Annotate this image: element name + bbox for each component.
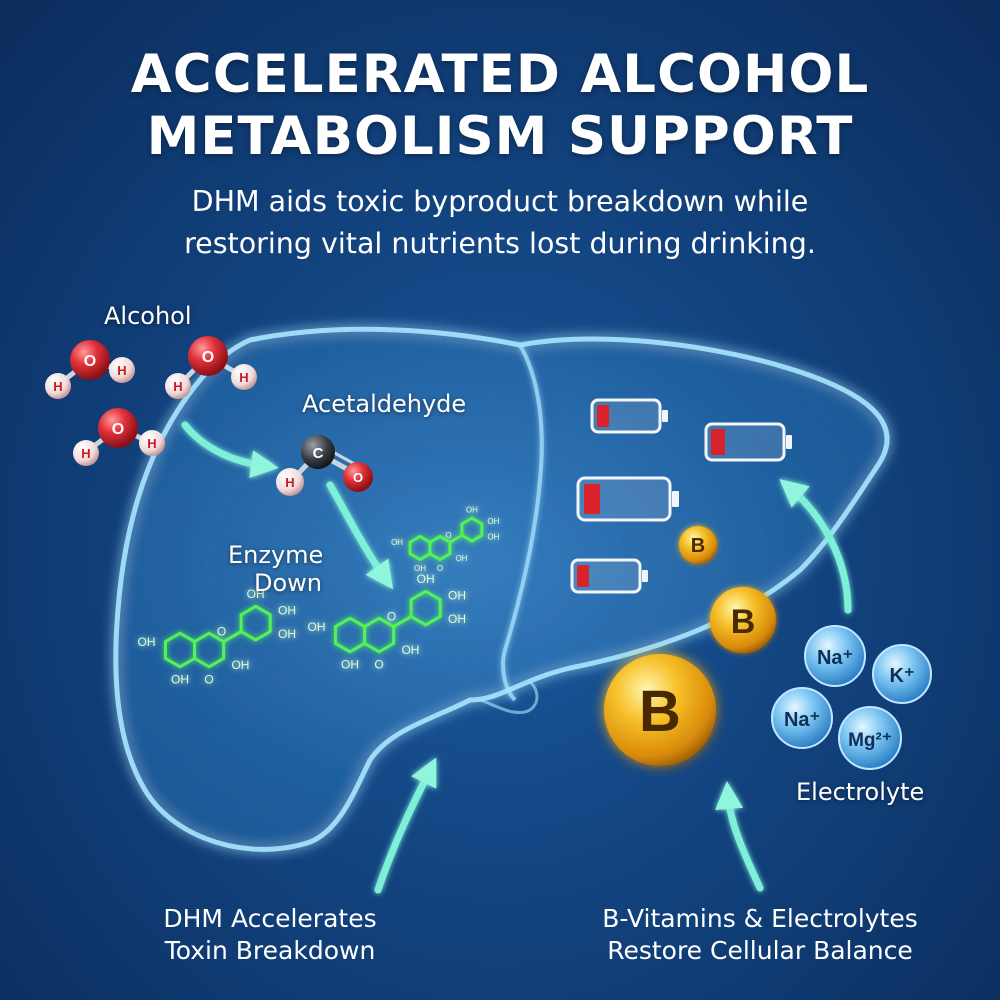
right-caption-line-1: B-Vitamins & Electrolytes — [602, 904, 918, 933]
svg-text:Na⁺: Na⁺ — [784, 709, 820, 731]
atom-c: C — [313, 445, 324, 462]
hydroxyl-label: OH — [417, 572, 435, 586]
atom-h: H — [81, 446, 90, 461]
title-line-1: ACCELERATED ALCOHOL — [130, 44, 870, 105]
low-batteries — [570, 398, 792, 594]
hydroxyl-label: OH — [401, 643, 419, 657]
subtitle-line-2: restoring vital nutrients lost during dr… — [184, 227, 816, 260]
gallbladder-outline — [479, 680, 539, 715]
alcohol-molecule-1: O H H — [45, 340, 135, 399]
hydroxyl-label: OH — [487, 533, 499, 542]
svg-text:B: B — [731, 603, 756, 641]
atom-h: H — [53, 379, 62, 394]
svg-text:B: B — [691, 535, 705, 557]
battery-icon — [704, 422, 792, 462]
hydroxyl-label: OH — [448, 589, 466, 603]
left-caption-line-2: Toxin Breakdown — [164, 936, 376, 965]
svg-text:B: B — [639, 679, 681, 744]
arrow-acetaldehyde-to-dhm — [326, 481, 394, 590]
subtitle-line-1: DHM aids toxic byproduct breakdown while — [191, 185, 809, 218]
hydroxyl-label: OH — [341, 658, 359, 672]
arrow-electrolyte-to-liver — [779, 478, 852, 614]
ring-oxygen-label: O — [217, 624, 226, 638]
title-line-2: METABOLISM SUPPORT — [146, 106, 854, 167]
alcohol-molecule-2: O H H — [165, 336, 257, 399]
left-caption-line-1: DHM Accelerates — [163, 904, 377, 933]
b-vitamins: B B B — [604, 526, 776, 766]
acetaldehyde-molecule: C H O — [276, 435, 373, 496]
hydroxyl-label: OH — [278, 604, 296, 618]
atom-h: H — [147, 436, 156, 451]
arrow-right-caption-up — [715, 781, 764, 892]
molecule-ring — [409, 589, 442, 627]
ring-oxygen-label: O — [437, 564, 443, 573]
ring-oxygen-label: O — [204, 673, 213, 687]
battery-icon — [576, 476, 679, 522]
hydroxyl-label: OH — [138, 635, 156, 649]
hydroxyl-label: OH — [455, 554, 467, 563]
hydroxyl-label: OH — [466, 505, 478, 514]
dhm-molecule-small: OH OH O O OH OH OH OH — [391, 505, 500, 573]
atom-h: H — [173, 379, 182, 394]
ring-oxygen-label: O — [445, 531, 451, 540]
vitamin-b-medium: B — [710, 587, 776, 653]
atom-h: H — [117, 363, 126, 378]
electrolyte-ions: Na⁺ K⁺ Na⁺ Mg²⁺ — [771, 625, 932, 770]
svg-text:K⁺: K⁺ — [890, 665, 915, 687]
arrow-alcohol-to-acetaldehyde — [181, 421, 279, 479]
electrolyte-label: Electrolyte — [796, 778, 925, 806]
acetaldehyde-label: Acetaldehyde — [302, 390, 467, 418]
atom-o: O — [84, 353, 96, 370]
ring-oxygen-label: O — [387, 609, 396, 623]
ion-sodium: Na⁺ — [804, 625, 866, 687]
hydroxyl-label: OH — [278, 627, 296, 641]
alcohol-molecule-3: O H H — [73, 408, 165, 466]
svg-text:Mg²⁺: Mg²⁺ — [848, 730, 892, 751]
ring-oxygen-label: O — [374, 658, 383, 672]
dhm-molecules: OHOHOOOHOHOHOHOHOHOOOHOHOHOHOHOHOOOHOHOH… — [138, 505, 500, 686]
vitamin-b-large: B — [604, 654, 716, 766]
atom-h: H — [239, 370, 248, 385]
ion-potassium: K⁺ — [872, 644, 932, 704]
alcohol-molecules: O H H O H H O H H — [45, 336, 257, 466]
dhm-molecule-center: OH OH O O OH OH OH OH — [308, 572, 466, 672]
hydroxyl-label: OH — [391, 538, 403, 547]
dhm-molecule-left: OH OH O O OH OH OH OH — [138, 587, 296, 687]
hydroxyl-label: OH — [487, 517, 499, 526]
lobe-divider — [501, 344, 544, 702]
right-caption-line-2: Restore Cellular Balance — [607, 936, 913, 965]
molecule-bond — [222, 630, 242, 643]
molecule-ring — [460, 516, 484, 543]
molecule-bond — [449, 534, 463, 544]
ion-sodium: Na⁺ — [771, 687, 833, 749]
battery-icon — [570, 558, 648, 594]
hydroxyl-label: OH — [414, 564, 426, 573]
atom-o: O — [353, 470, 363, 485]
hydroxyl-label: OH — [308, 620, 326, 634]
battery-icon — [590, 398, 668, 434]
enzyme-label-line-1: Enzyme — [228, 541, 324, 569]
liver-shape — [113, 326, 890, 852]
hydroxyl-label: OH — [247, 587, 265, 601]
hydroxyl-label: OH — [171, 673, 189, 687]
molecule-bond — [392, 615, 412, 628]
svg-text:Na⁺: Na⁺ — [817, 647, 853, 669]
atom-o: O — [112, 421, 124, 438]
flow-arrows — [181, 421, 852, 894]
alcohol-label: Alcohol — [104, 302, 192, 330]
vitamin-b-small: B — [679, 526, 717, 564]
arrow-left-caption-up — [374, 757, 437, 894]
molecule-ring — [239, 604, 272, 642]
enzyme-label-line-2: Down — [254, 569, 323, 597]
atom-o: O — [202, 349, 214, 366]
ion-magnesium: Mg²⁺ — [838, 706, 902, 770]
hydroxyl-label: OH — [448, 612, 466, 626]
atom-h: H — [285, 475, 294, 490]
hydroxyl-label: OH — [231, 658, 249, 672]
